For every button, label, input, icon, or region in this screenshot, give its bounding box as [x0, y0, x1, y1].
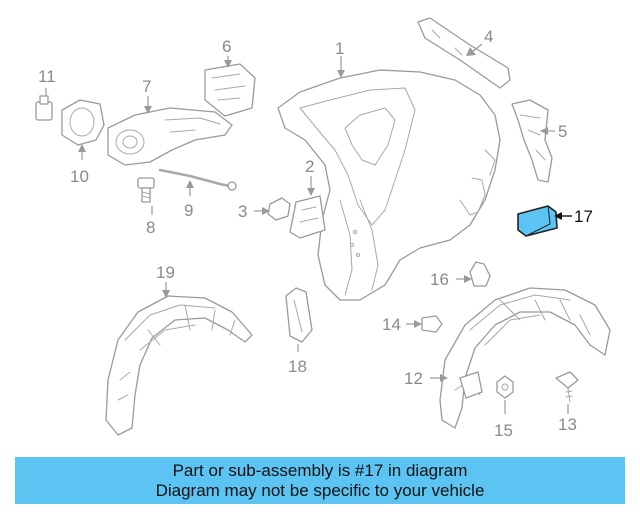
callout-19: 19: [156, 263, 175, 282]
part-11-actuator: 11: [35, 67, 56, 121]
part-6-fuel-door: 6: [204, 37, 256, 117]
callout-12: 12: [404, 369, 423, 388]
callout-5: 5: [558, 122, 567, 141]
part-18-trim: 18: [285, 287, 313, 376]
part-5-bracket: 5: [511, 99, 567, 183]
banner-line-1: Part or sub-assembly is #17 in diagram: [172, 461, 468, 480]
part-4-rail: 4: [417, 17, 511, 89]
callout-6: 6: [222, 37, 231, 56]
callout-7: 7: [142, 77, 151, 96]
part-15-nut: 15: [494, 375, 514, 440]
callout-11: 11: [38, 67, 56, 86]
part-2-bracket: 2: [289, 157, 326, 239]
banner-line-2: Diagram may not be specific to your vehi…: [155, 481, 485, 500]
callout-13: 13: [558, 415, 577, 434]
part-1-quarter-panel: 1: [277, 39, 501, 301]
callout-3: 3: [238, 202, 247, 221]
part-14-push-clip: 14: [382, 315, 443, 334]
part-8-bolt: 8: [137, 177, 155, 237]
part-12-wheel-liner: 12: [404, 287, 611, 429]
part-13-screw: 13: [555, 371, 579, 434]
callout-10: 10: [70, 167, 89, 186]
callout-14: 14: [382, 315, 401, 334]
part-16-clip: 16: [430, 261, 491, 289]
part-19-wheel-liner: 19: [105, 263, 253, 436]
part-17-cover-highlighted: 17: [517, 205, 593, 237]
part-7-filler-housing: 7: [107, 77, 233, 166]
callout-9: 9: [184, 201, 193, 220]
part-9-rod: 9: [158, 168, 237, 220]
part-10-filler-ring: 10: [61, 99, 105, 186]
callout-4: 4: [484, 27, 493, 46]
callout-17: 17: [574, 207, 593, 226]
callout-18: 18: [288, 357, 307, 376]
callout-16: 16: [430, 270, 449, 289]
callout-15: 15: [494, 421, 513, 440]
info-banner: Part or sub-assembly is #17 in diagram D…: [15, 457, 625, 504]
callout-8: 8: [146, 218, 155, 237]
parts-diagram: 1 2 3 4 5 6: [35, 17, 611, 440]
callout-2: 2: [305, 157, 314, 176]
part-3-clip: 3: [238, 197, 291, 221]
callout-1: 1: [335, 39, 344, 58]
